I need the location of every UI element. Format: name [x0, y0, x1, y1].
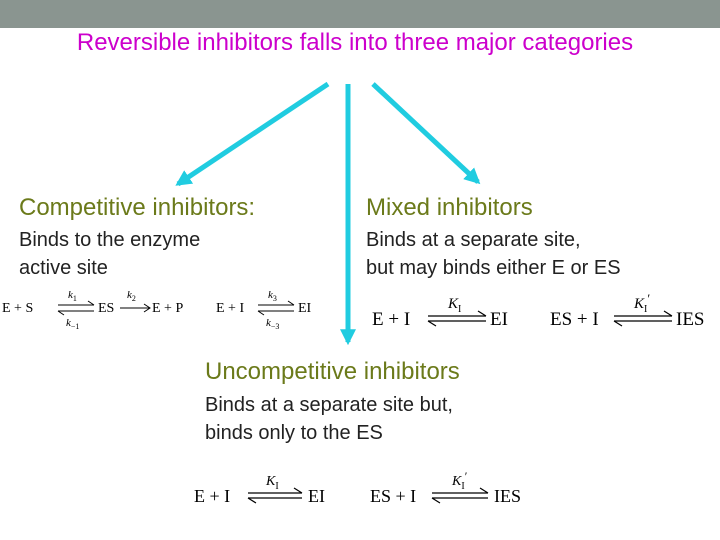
competitive-equation-2: E + I k3 k−3 EI — [216, 284, 316, 332]
competitive-desc-line-1: Binds to the enzyme — [19, 229, 201, 251]
uncompetitive-description: Binds at a separate site but, binds only… — [205, 391, 453, 447]
eq-right-term: IES — [676, 309, 705, 330]
rate-constant-forward: k3 — [268, 289, 277, 303]
uncompetitive-heading: Uncompetitive inhibitors — [205, 358, 460, 385]
equilibrium-arrows-icon — [613, 310, 673, 327]
mixed-heading: Mixed inhibitors — [366, 194, 533, 221]
dissociation-constant: KI′ — [451, 469, 468, 492]
dissociation-constant: KI′ — [633, 291, 650, 315]
eq-left-term: E + I — [194, 486, 230, 506]
eq-right-term: E + P — [152, 301, 183, 316]
eq-middle-term: ES — [98, 301, 114, 316]
slide-title: Reversible inhibitors falls into three m… — [76, 29, 634, 56]
competitive-description: Binds to the enzyme active site — [19, 226, 200, 282]
eq-right-term: EI — [490, 309, 508, 330]
arrow-to-mixed — [371, 82, 481, 185]
mixed-description: Binds at a separate site, but may binds … — [366, 226, 621, 282]
rate-constant-reverse: k−1 — [66, 317, 79, 331]
rate-constant-catalytic: k2 — [127, 289, 136, 303]
equilibrium-arrows-icon — [431, 487, 489, 504]
eq-left-term: E + I — [216, 301, 244, 316]
eq-right-term: EI — [298, 301, 312, 316]
mixed-equation-1: E + I KI EI — [372, 290, 512, 334]
top-bar — [0, 0, 720, 28]
dissociation-constant: KI — [265, 474, 279, 492]
eq-left-term: E + I — [372, 309, 410, 330]
eq-right-term: IES — [494, 486, 521, 506]
uncompetitive-desc-line-1: Binds at a separate site but, — [205, 394, 453, 416]
equilibrium-arrows-icon — [427, 310, 487, 327]
competitive-equation-1: E + S k1 k−1 ES k2 E + P — [2, 284, 198, 332]
eq-left-term: ES + I — [370, 486, 416, 506]
competitive-desc-line-2: active site — [19, 257, 108, 279]
uncompetitive-equation-1: E + I KI EI — [194, 470, 334, 510]
dissociation-constant: KI — [447, 296, 461, 315]
uncompetitive-desc-line-2: binds only to the ES — [205, 422, 383, 444]
mixed-equation-2: ES + I KI′ IES — [550, 290, 710, 334]
eq-left-term: E + S — [2, 301, 33, 316]
eq-right-term: EI — [308, 486, 325, 506]
arrow-to-competitive — [175, 81, 330, 187]
uncompetitive-equation-2: ES + I KI′ IES — [370, 469, 530, 510]
rate-constant-reverse: k−3 — [266, 317, 279, 331]
equilibrium-arrows-icon — [57, 300, 95, 316]
equilibrium-arrows-icon — [257, 300, 295, 316]
competitive-heading: Competitive inhibitors: — [19, 194, 256, 221]
rate-constant-forward: k1 — [68, 289, 77, 303]
eq-left-term: ES + I — [550, 309, 599, 330]
equilibrium-arrows-icon — [247, 487, 303, 504]
mixed-desc-line-1: Binds at a separate site, — [366, 229, 581, 251]
mixed-desc-line-2: but may binds either E or ES — [366, 257, 621, 279]
forward-arrow-icon — [120, 303, 151, 313]
